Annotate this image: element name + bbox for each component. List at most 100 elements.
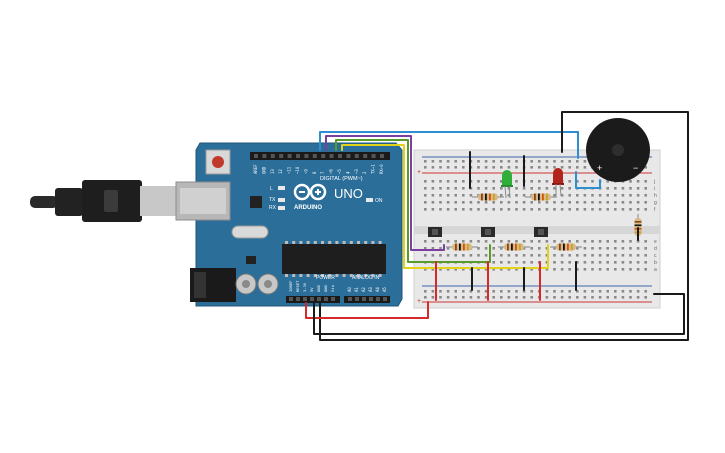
rail-hole[interactable]: [469, 290, 473, 293]
terminal-hole[interactable]: [636, 208, 640, 211]
rail-hole[interactable]: [530, 166, 533, 169]
wire-5v-red[interactable]: [305, 301, 429, 319]
resistor-button-2[interactable]: [498, 243, 530, 251]
terminal-hole[interactable]: [614, 254, 617, 257]
terminal-hole[interactable]: [469, 240, 473, 243]
rail-hole[interactable]: [530, 160, 533, 163]
terminal-hole[interactable]: [598, 254, 602, 257]
terminal-hole[interactable]: [424, 201, 427, 204]
terminal-hole[interactable]: [553, 268, 556, 271]
rail-hole[interactable]: [560, 166, 564, 169]
terminal-hole[interactable]: [606, 194, 609, 197]
rail-hole[interactable]: [507, 296, 511, 299]
terminal-hole[interactable]: [560, 187, 564, 190]
rail-hole[interactable]: [591, 290, 594, 293]
rail-hole[interactable]: [492, 296, 495, 299]
terminal-hole[interactable]: [484, 201, 488, 204]
terminal-hole[interactable]: [560, 240, 564, 243]
terminal-hole[interactable]: [606, 240, 609, 243]
rail-hole[interactable]: [568, 160, 571, 163]
terminal-hole[interactable]: [621, 240, 625, 243]
terminal-hole[interactable]: [560, 208, 564, 211]
terminal-hole[interactable]: [636, 194, 640, 197]
red-led[interactable]: [552, 168, 564, 185]
rail-hole[interactable]: [446, 166, 450, 169]
terminal-hole[interactable]: [515, 194, 518, 197]
terminal-hole[interactable]: [469, 201, 473, 204]
terminal-hole[interactable]: [576, 180, 579, 183]
rail-hole[interactable]: [507, 160, 511, 163]
rail-hole[interactable]: [629, 290, 632, 293]
terminal-hole[interactable]: [545, 254, 549, 257]
terminal-hole[interactable]: [629, 254, 632, 257]
terminal-hole[interactable]: [614, 187, 617, 190]
terminal-hole[interactable]: [568, 187, 571, 190]
terminal-hole[interactable]: [515, 261, 518, 264]
terminal-hole[interactable]: [606, 254, 609, 257]
terminal-hole[interactable]: [560, 261, 564, 264]
rail-hole[interactable]: [462, 290, 465, 293]
rail-hole[interactable]: [644, 296, 647, 299]
rail-hole[interactable]: [560, 160, 564, 163]
terminal-hole[interactable]: [598, 247, 602, 250]
terminal-hole[interactable]: [477, 180, 480, 183]
rail-hole[interactable]: [515, 290, 518, 293]
terminal-hole[interactable]: [439, 247, 442, 250]
terminal-hole[interactable]: [606, 208, 609, 211]
rail-hole[interactable]: [614, 290, 617, 293]
terminal-hole[interactable]: [591, 201, 594, 204]
digital-pin-hole[interactable]: [304, 154, 309, 158]
terminal-hole[interactable]: [591, 180, 594, 183]
rail-hole[interactable]: [439, 290, 442, 293]
analog-pin-hole[interactable]: [369, 297, 373, 301]
terminal-hole[interactable]: [462, 254, 465, 257]
terminal-hole[interactable]: [500, 247, 503, 250]
terminal-hole[interactable]: [507, 240, 511, 243]
terminal-hole[interactable]: [591, 261, 594, 264]
terminal-hole[interactable]: [446, 208, 450, 211]
rail-hole[interactable]: [431, 296, 435, 299]
rail-hole[interactable]: [515, 160, 518, 163]
terminal-hole[interactable]: [500, 187, 503, 190]
terminal-hole[interactable]: [500, 268, 503, 271]
rail-hole[interactable]: [484, 290, 488, 293]
rail-hole[interactable]: [462, 166, 465, 169]
terminal-hole[interactable]: [424, 180, 427, 183]
terminal-hole[interactable]: [591, 254, 594, 257]
terminal-hole[interactable]: [553, 240, 556, 243]
pushbutton-3-cap[interactable]: [538, 229, 544, 235]
rail-hole[interactable]: [454, 166, 457, 169]
rail-hole[interactable]: [462, 160, 465, 163]
wire-buzzer-blue[interactable]: [575, 171, 601, 189]
terminal-hole[interactable]: [439, 240, 442, 243]
rail-hole[interactable]: [439, 296, 442, 299]
terminal-hole[interactable]: [454, 180, 457, 183]
terminal-hole[interactable]: [644, 254, 647, 257]
terminal-hole[interactable]: [477, 201, 480, 204]
digital-pin-hole[interactable]: [329, 154, 334, 158]
rail-hole[interactable]: [424, 160, 427, 163]
terminal-hole[interactable]: [598, 208, 602, 211]
terminal-hole[interactable]: [446, 194, 450, 197]
terminal-hole[interactable]: [469, 194, 473, 197]
terminal-hole[interactable]: [538, 201, 541, 204]
terminal-hole[interactable]: [424, 194, 427, 197]
power-pin-hole[interactable]: [317, 297, 321, 301]
terminal-hole[interactable]: [492, 240, 495, 243]
power-pin-hole[interactable]: [331, 297, 335, 301]
resistor-button-3[interactable]: [550, 243, 582, 251]
terminal-hole[interactable]: [583, 268, 587, 271]
resistor-button-1[interactable]: [446, 243, 478, 251]
rail-hole[interactable]: [500, 290, 503, 293]
terminal-hole[interactable]: [530, 201, 533, 204]
terminal-hole[interactable]: [484, 268, 488, 271]
terminal-hole[interactable]: [591, 240, 594, 243]
digital-pin-hole[interactable]: [380, 154, 384, 158]
terminal-hole[interactable]: [636, 180, 640, 183]
terminal-hole[interactable]: [500, 201, 503, 204]
resistor-led-red[interactable]: [525, 193, 557, 201]
rail-hole[interactable]: [644, 166, 647, 169]
terminal-hole[interactable]: [477, 240, 480, 243]
terminal-hole[interactable]: [545, 180, 549, 183]
terminal-hole[interactable]: [576, 254, 579, 257]
